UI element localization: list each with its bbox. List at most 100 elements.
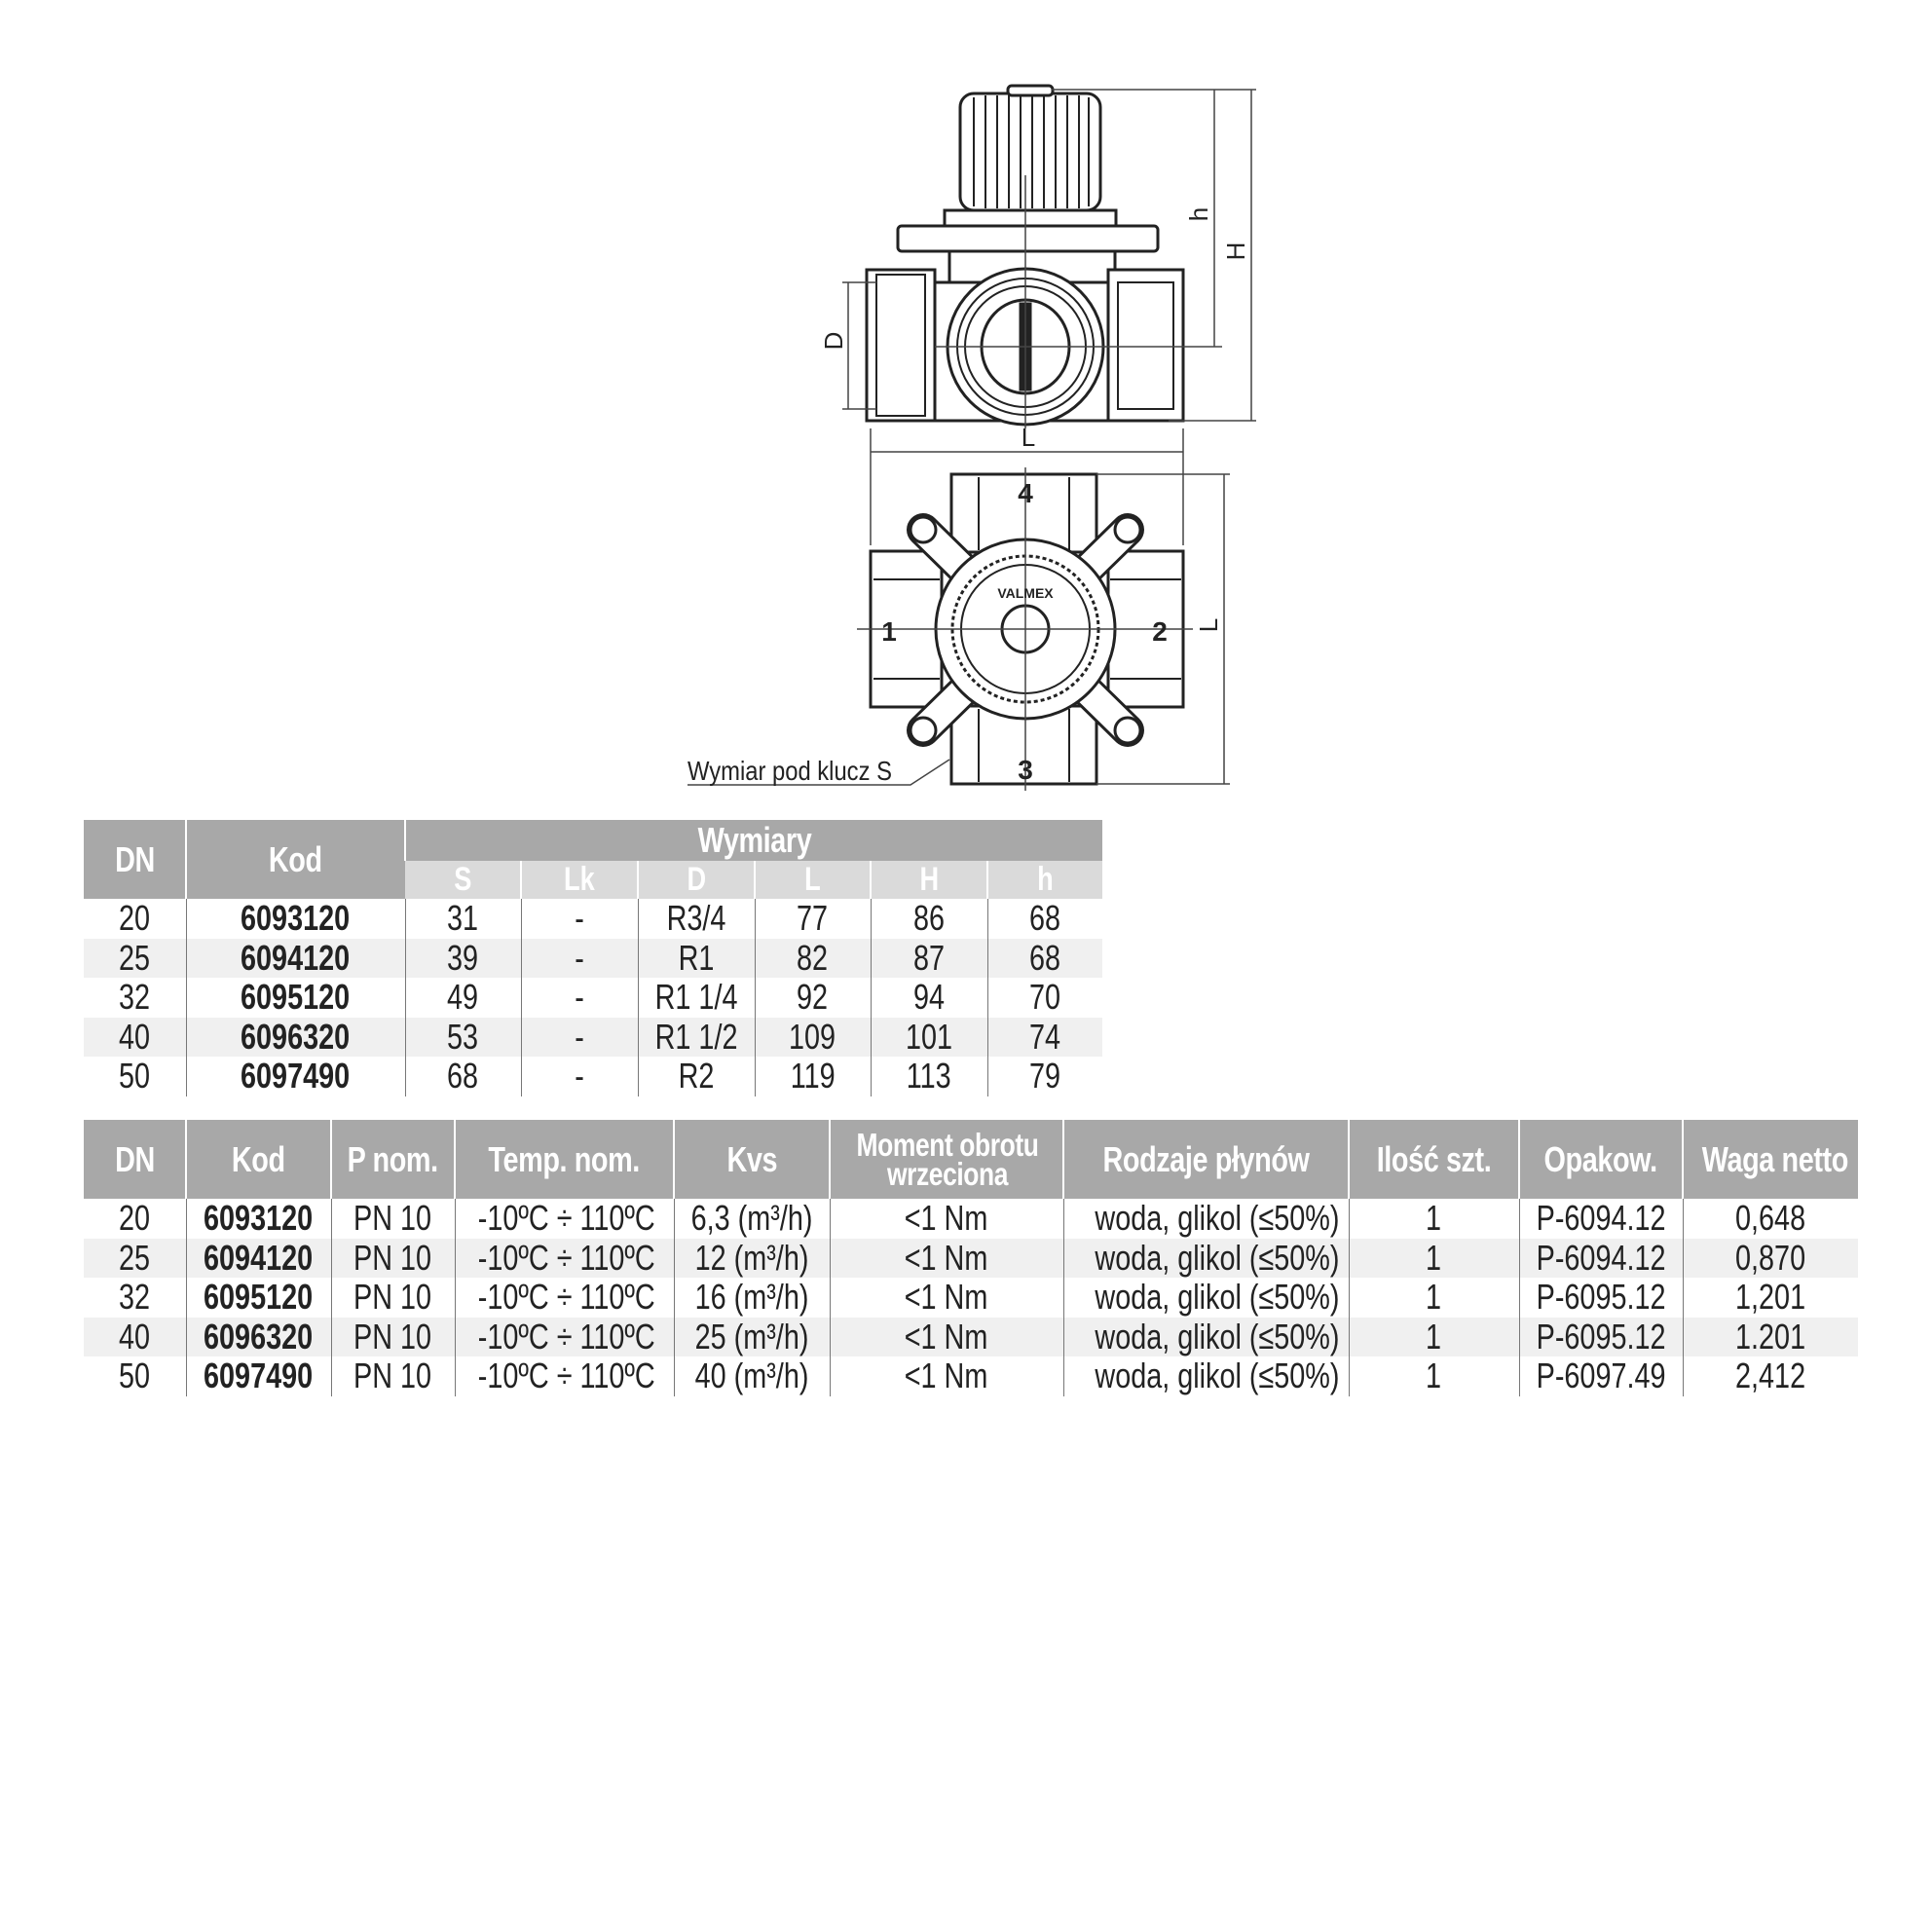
table-cell: 94 (870, 977, 987, 1018)
table-cell-text: PN 10 (353, 1198, 432, 1239)
table-cell-text: 16 (m³/h) (694, 1277, 809, 1318)
table-cell-text: 50 (119, 1356, 151, 1396)
table-cell-text: 101 (905, 1016, 953, 1057)
table-cell: 68 (986, 938, 1103, 978)
table-cell: 6097490 (185, 1057, 405, 1096)
header-col-4: Kvs (673, 1120, 830, 1199)
table-cell: P-6094.12 (1518, 1238, 1683, 1278)
table-cell-text: 68 (1029, 898, 1061, 939)
table-cell-text: 74 (1029, 1016, 1061, 1057)
table-cell-text: 12 (m³/h) (694, 1237, 809, 1278)
table-cell-text: - (575, 898, 584, 939)
table-cell: 25 (m³/h) (673, 1317, 830, 1356)
table-cell: 16 (m³/h) (673, 1277, 830, 1318)
table-cell: 6094120 (185, 1238, 331, 1278)
table-cell: 6097490 (185, 1356, 331, 1396)
table-cell-text: 1 (1426, 1356, 1442, 1396)
table-cell: 1 (1348, 1198, 1519, 1239)
table-cell: PN 10 (330, 1356, 455, 1396)
table-cell: 6095120 (185, 1278, 331, 1318)
table-cell: 12 (m³/h) (673, 1237, 830, 1278)
table-cell: 6095120 (185, 978, 405, 1018)
table-cell: 31 (404, 899, 521, 939)
subheader-L: L (754, 861, 871, 899)
header-col-1-text: Kod (232, 1138, 285, 1179)
table-cell-text: woda, glikol (≤50%) (1094, 1356, 1340, 1396)
table-cell: 25 (84, 938, 186, 978)
table-cell: -10ºC ÷ 110ºC (454, 1278, 674, 1318)
table-cell-text: 6096320 (204, 1316, 314, 1356)
table-cell: 1,201 (1682, 1278, 1858, 1318)
table-cell: - (520, 978, 638, 1018)
table-cell: 1 (1348, 1356, 1519, 1396)
table-cell: -10ºC ÷ 110ºC (454, 1199, 674, 1239)
header-col-6-text: Rodzaje płynów (1102, 1138, 1310, 1179)
table-cell: R2 (637, 1057, 755, 1096)
table-cell: 53 (404, 1017, 521, 1057)
table-cell-text: -10ºC ÷ 110ºC (477, 1356, 655, 1396)
port-number-2: 2 (1152, 616, 1168, 647)
table-cell-text: 1 (1426, 1237, 1442, 1278)
table-cell-text: 6093120 (204, 1198, 314, 1239)
table-cell-text: 50 (119, 1056, 151, 1096)
table-cell: 79 (986, 1056, 1103, 1096)
port-number-3: 3 (1018, 755, 1033, 785)
table-cell: R1 1/4 (637, 978, 755, 1018)
header-kod: Kod (185, 820, 405, 899)
table-cell: - (520, 938, 638, 978)
valve-front-view (865, 84, 1185, 427)
table-cell: 0,648 (1682, 1199, 1858, 1239)
table-cell: P-6095.12 (1518, 1278, 1683, 1318)
table-cell-text: 79 (1029, 1056, 1061, 1096)
table-cell: 92 (754, 977, 871, 1018)
header-col-1: Kod (185, 1120, 331, 1199)
table-cell-text: 6093120 (241, 898, 351, 939)
subheader-H: H (870, 861, 987, 899)
table-cell: 109 (754, 1016, 871, 1057)
table-cell: 6093120 (185, 1198, 331, 1239)
header-col-3-text: Temp. nom. (488, 1138, 641, 1179)
table-cell-text: PN 10 (353, 1237, 432, 1278)
table-cell: woda, glikol (≤50%) (1062, 1199, 1349, 1239)
table-cell-text: 70 (1029, 977, 1061, 1018)
table-cell-text: 6097490 (204, 1356, 314, 1396)
table-cell-text: 1 (1426, 1198, 1442, 1239)
table-cell-text: 40 (119, 1016, 151, 1057)
table-cell-text: - (575, 1056, 584, 1096)
table-cell: 77 (754, 899, 871, 939)
table-cell-text: 113 (907, 1056, 951, 1096)
subheader-D: D (637, 861, 755, 899)
table-cell: 6096320 (185, 1316, 331, 1356)
table-cell: 39 (404, 938, 521, 978)
header-col-0: DN (84, 1120, 186, 1199)
table-cell-text: 87 (912, 937, 946, 978)
table-cell-text: 20 (119, 898, 151, 939)
table-cell-text: 109 (789, 1016, 836, 1057)
table-cell: -10ºC ÷ 110ºC (454, 1237, 674, 1278)
table-cell-text: PN 10 (353, 1316, 432, 1356)
table-cell-text: 119 (790, 1056, 836, 1096)
table-cell: 70 (986, 977, 1103, 1018)
table-cell: 6,3 (m³/h) (673, 1199, 830, 1239)
table-cell: 6096320 (185, 1017, 405, 1057)
table-cell-text: 6094120 (241, 937, 351, 978)
subheader-h-text: h (1037, 861, 1054, 898)
subheader-L-text: L (804, 861, 821, 898)
header-col-6: Rodzaje płynów (1062, 1120, 1349, 1199)
table-cell: 20 (84, 899, 186, 939)
table-cell: 2,412 (1682, 1356, 1858, 1396)
mounting-plate (896, 224, 1160, 253)
table-cell: R3/4 (637, 899, 755, 939)
table-cell-text: 92 (797, 977, 829, 1018)
table-cell-text: <1 Nm (905, 1277, 988, 1318)
table-cell-text: 0,870 (1735, 1237, 1806, 1278)
table-cell-text: 1 (1426, 1316, 1442, 1356)
table-cell-text: 94 (912, 977, 946, 1018)
table-cell: 40 (84, 1317, 186, 1356)
table-cell: -10ºC ÷ 110ºC (454, 1317, 674, 1356)
table-cell-text: -10ºC ÷ 110ºC (477, 1237, 655, 1278)
